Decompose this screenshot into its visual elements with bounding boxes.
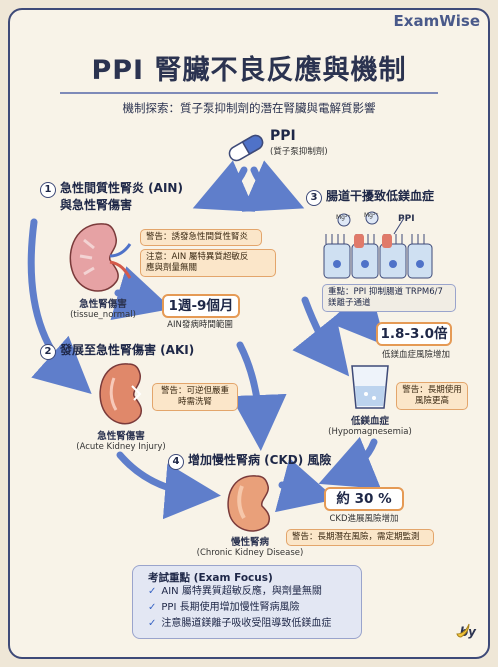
step4-number: 4: [168, 454, 184, 470]
title-underline: [60, 92, 438, 94]
step3-beaker-sublabel: (Hypomagnesemia): [328, 427, 412, 437]
step4-kidney-label: 慢性腎病: [230, 537, 269, 548]
kidney-icon: [69, 223, 132, 292]
step2-kidney-sublabel: (Acute Kidney Injury): [76, 442, 166, 452]
step3-beaker-label: 低鎂血症: [350, 416, 389, 427]
intestine-cells-icon: [323, 211, 433, 279]
drug-name: PPI: [270, 128, 296, 144]
step1-number: 1: [40, 182, 56, 198]
drug-subtitle: (質子泵抑制劑): [270, 147, 328, 157]
step2-kidney-label: 急性腎傷害: [97, 431, 145, 442]
step1-kidney-sublabel: (tissue_normal): [70, 310, 136, 320]
step2-warning-note: 警告：可逆但嚴重 時需洗腎: [152, 383, 238, 411]
check-icon: ✓: [148, 586, 157, 597]
step1-onset-range: 1週-9個月: [162, 294, 240, 318]
injured-kidney-icon: [99, 363, 143, 425]
banana-icon: [456, 623, 470, 638]
step4-warning-note: 警告：長期潛在風險，需定期監測: [286, 529, 434, 546]
exam-focus-item: ✓AIN 屬特異質超敏反應，與劑量無關: [148, 586, 322, 597]
ppi-channel-tag: PPI: [398, 214, 415, 224]
beaker-icon: [351, 365, 389, 409]
chronic-kidney-icon: [227, 475, 271, 532]
step1-title-line2: 與急性腎傷害: [60, 198, 133, 212]
brand-logo: ExamWise: [393, 12, 480, 30]
pill-icon: [228, 134, 264, 162]
step3-risk-caption: 低鎂血症風險增加: [381, 350, 450, 360]
exam-focus-box: [132, 565, 362, 639]
magnesium-ion-1: Mg²⁺: [336, 214, 351, 221]
step2-number: 2: [40, 344, 56, 360]
step3-number: 3: [306, 190, 322, 206]
magnesium-ion-2: Mg²⁺: [364, 212, 379, 219]
step3-risk-ratio: 1.8-3.0倍: [376, 322, 452, 346]
page-subtitle: 機制探索：質子泵抑制劑的潛在腎臟與電解質影響: [122, 101, 376, 115]
step3-key-note: 重點：PPI 抑制腸道 TRPM6/7 鎂離子通道: [322, 284, 456, 312]
page-title: PPI 腎臟不良反應與機制: [91, 55, 407, 86]
exam-focus-item: ✓PPI 長期使用增加慢性腎病風險: [148, 602, 300, 613]
exam-focus-title: 考試重點 (Exam Focus): [148, 572, 273, 584]
step4-kidney-sublabel: (Chronic Kidney Disease): [196, 548, 304, 558]
step1-caution-note: 注意：AIN 屬特異質超敏反 應與劑量無關: [140, 249, 276, 277]
step4-risk-caption: CKD進展風險增加: [329, 514, 399, 524]
step3-warning-note: 警告：長期使用 風險更高: [396, 382, 468, 410]
check-icon: ✓: [148, 618, 157, 629]
step4-risk-percent: 約 30 %: [324, 487, 404, 511]
step1-kidney-label: 急性腎傷害: [79, 299, 127, 310]
exam-focus-item: ✓注意腸道鎂離子吸收受阻導致低鎂血症: [148, 618, 332, 629]
step1-warning-note: 警告：誘發急性間質性腎炎: [140, 229, 262, 246]
step1-onset-caption: AIN發病時間範圍: [167, 320, 233, 330]
check-icon: ✓: [148, 602, 157, 613]
